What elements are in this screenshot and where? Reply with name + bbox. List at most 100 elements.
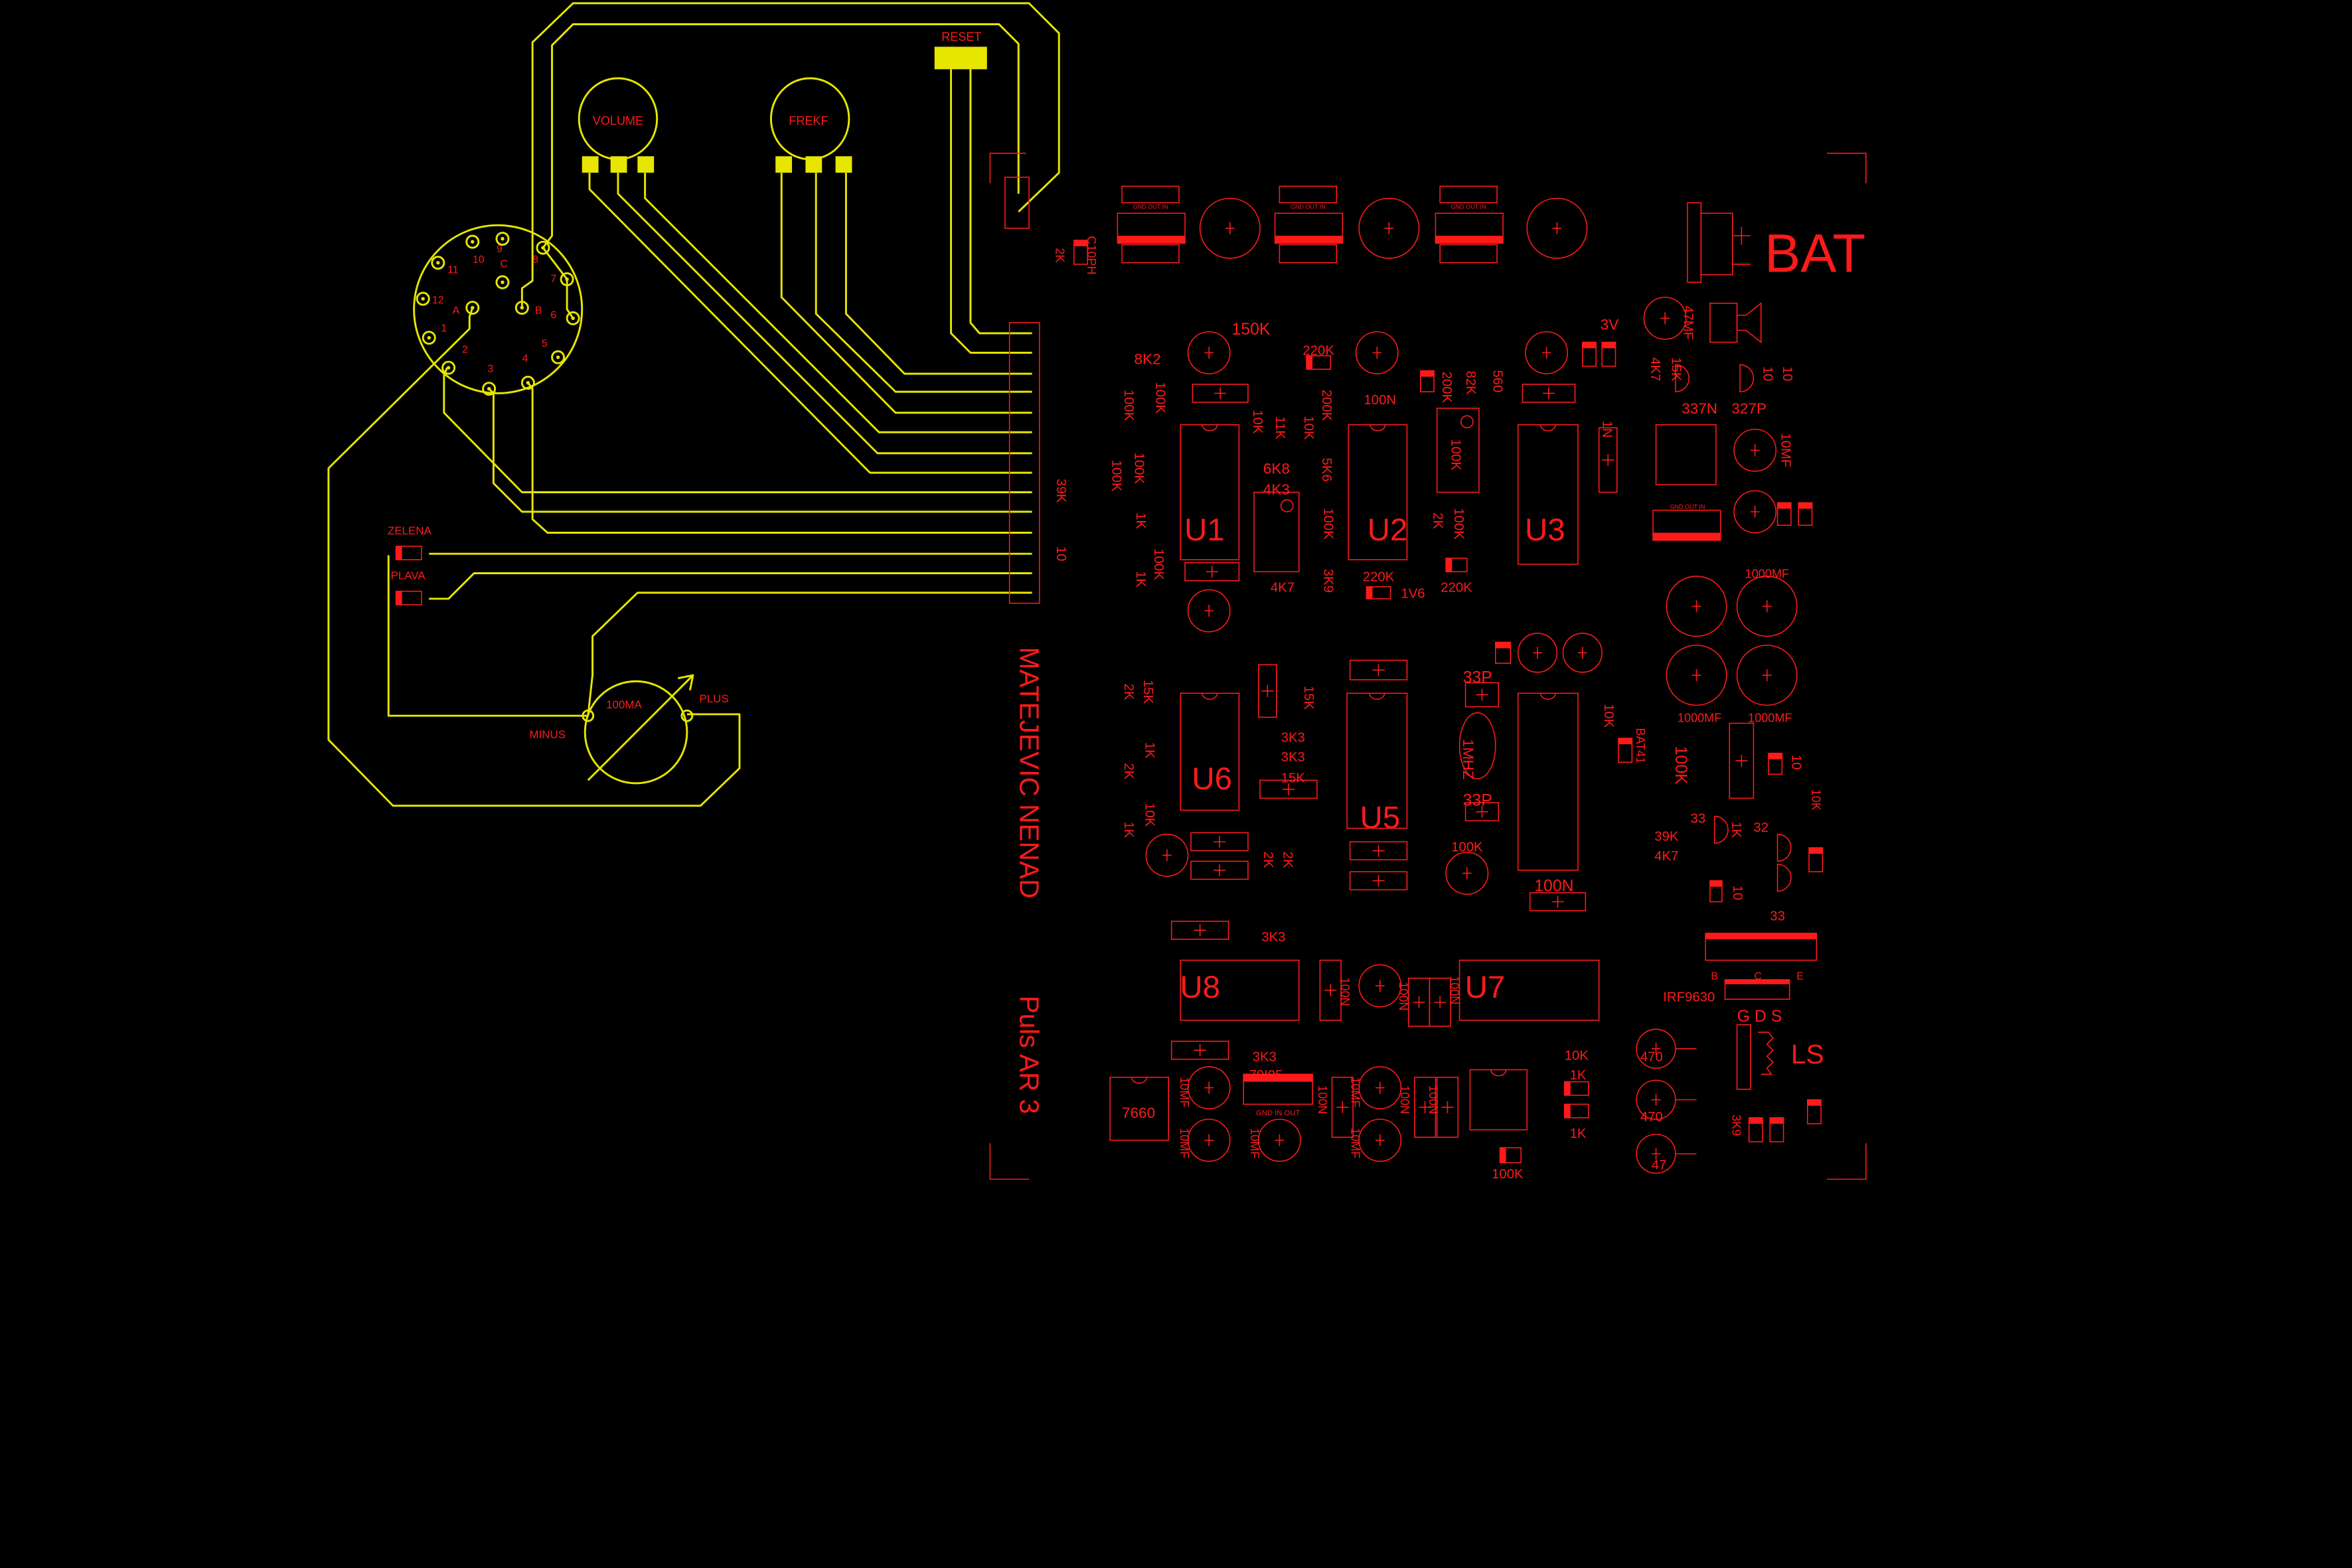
component-label: 100K <box>1151 548 1166 580</box>
component-label: 32 <box>1753 821 1768 835</box>
capacitor-mark <box>1194 1044 1206 1057</box>
pin-label: 1 <box>441 323 447 335</box>
capacitor <box>1666 645 1727 706</box>
component-label: 10K <box>1301 416 1316 440</box>
component-label: 470 <box>1640 1050 1663 1065</box>
switch-pin <box>560 272 574 287</box>
pad <box>637 156 655 173</box>
component-label: 10K <box>1142 803 1156 827</box>
polarity-mark <box>1762 600 1772 613</box>
component-label: 15K <box>1281 771 1306 785</box>
component-label: 10MF <box>1178 1128 1191 1158</box>
polarity-mark <box>1375 1081 1385 1094</box>
component-label: 10MF <box>1178 1077 1191 1107</box>
component-label: 200K <box>1439 372 1454 404</box>
ic-notch <box>1202 424 1218 431</box>
component-label: 100K <box>1492 1167 1524 1182</box>
component-label: 33 <box>1770 909 1785 923</box>
capacitor-mark <box>1434 996 1447 1008</box>
capacitor <box>1349 841 1408 860</box>
pin-hole <box>501 280 505 284</box>
component-label: 33 <box>1691 811 1706 826</box>
capacitor <box>1529 892 1587 911</box>
component-label: 10 <box>1780 366 1794 382</box>
ic-package <box>1180 692 1240 811</box>
ic-label: U8 <box>1180 970 1220 1005</box>
pin-label: 10 <box>473 254 485 266</box>
capacitor-mark <box>1476 805 1488 818</box>
pin-hole <box>446 366 451 370</box>
pad-marker <box>1602 342 1616 349</box>
component-label: C10PH <box>1085 236 1098 274</box>
trimmer-screw <box>1460 415 1474 429</box>
ic-label: U6 <box>1192 761 1232 797</box>
ic-notch <box>1131 1077 1148 1084</box>
pin-label: 3 <box>487 364 493 375</box>
ic-notch <box>1369 693 1385 700</box>
regulator-tab <box>1435 236 1504 244</box>
pad-marker <box>1777 503 1791 509</box>
polarity-mark <box>1225 222 1235 234</box>
capacitor-mark <box>1551 896 1564 908</box>
ic-package <box>1458 959 1600 1021</box>
capacitor <box>1733 428 1777 472</box>
rotary-switch[interactable] <box>413 224 584 394</box>
component-label: 100K <box>1448 439 1462 471</box>
component-label: IRF9630 <box>1663 990 1715 1004</box>
capacitor <box>1190 832 1249 852</box>
ic-label: U7 <box>1465 970 1506 1005</box>
component-label: 10MF <box>1778 433 1793 467</box>
capacitor-mark <box>1735 754 1748 767</box>
capacitor-mark <box>1476 688 1488 701</box>
polarity-mark <box>1750 505 1760 518</box>
switch-pin <box>465 234 480 249</box>
capacitor <box>1445 852 1489 895</box>
component-label: 15K <box>1669 357 1684 382</box>
pad-marker <box>1618 738 1632 745</box>
capacitor <box>1598 427 1618 493</box>
capacitor-mark <box>1214 387 1227 400</box>
pad-marker <box>1564 1104 1571 1118</box>
capacitor-mark <box>1206 566 1218 578</box>
component-label: 1K <box>1133 571 1148 588</box>
component-label: GND IN OUT <box>1256 1109 1300 1117</box>
capacitor <box>1279 244 1338 264</box>
component-label: 220K <box>1441 581 1472 595</box>
regulator-tab <box>1243 1074 1313 1082</box>
component-label: 327P <box>1731 400 1766 417</box>
plus-pad <box>680 709 694 722</box>
capacitor <box>1257 1119 1301 1162</box>
reset-button[interactable] <box>934 46 987 70</box>
pad-marker <box>1768 753 1782 759</box>
regulator-tab <box>1275 236 1343 244</box>
capacitor <box>1192 384 1249 403</box>
capacitor-mark <box>1602 453 1614 466</box>
ic-label: 7660 <box>1122 1105 1155 1121</box>
pad-marker <box>1798 503 1812 509</box>
capacitor <box>1562 633 1603 673</box>
capacitor-mark <box>1213 864 1226 876</box>
battery-connector <box>1687 202 1702 283</box>
component-label: 1K <box>1142 742 1156 759</box>
trimmer <box>1436 408 1480 493</box>
volume-label: VOLUME <box>593 114 643 127</box>
component-label: 100K <box>1451 508 1466 540</box>
capacitor-mark <box>1336 1101 1349 1113</box>
component-label: 100N <box>1338 977 1352 1006</box>
heatsink-tab <box>1705 933 1817 939</box>
capacitor <box>1517 633 1558 673</box>
capacitor <box>1358 1066 1402 1109</box>
capacitor <box>1187 331 1231 374</box>
component-label: G D S <box>1737 1008 1782 1026</box>
coil-icon <box>1758 1032 1774 1075</box>
component-label: 4K3 <box>1263 481 1290 498</box>
component-label: LS <box>1791 1039 1824 1069</box>
capacitor <box>1358 964 1402 1008</box>
switch-pin <box>536 240 550 255</box>
regulator-outline <box>1439 185 1498 204</box>
switch-pin <box>514 301 529 315</box>
pad <box>805 156 823 173</box>
